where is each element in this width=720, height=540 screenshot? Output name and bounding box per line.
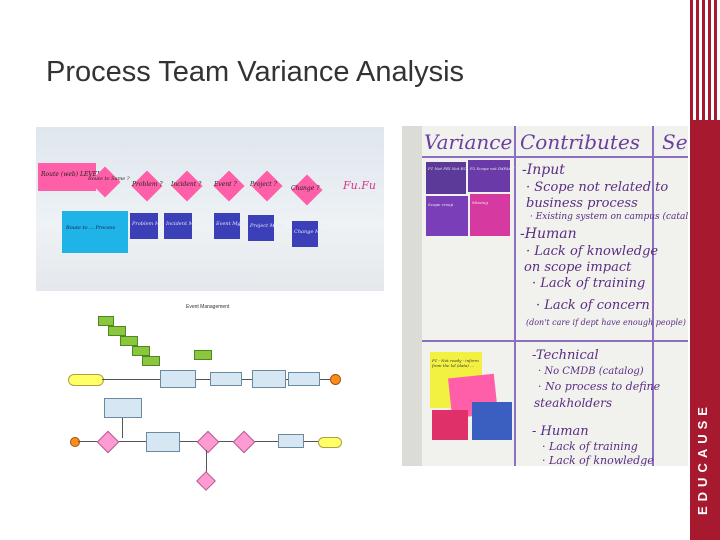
purple-note-project: Project Mgmt [248, 215, 285, 241]
fc-line-down [206, 450, 207, 476]
whiteboard-col-line-2 [652, 126, 654, 466]
brand-sidebar [690, 0, 720, 540]
diamond-note-4-text: Event ? [214, 181, 237, 188]
line-5: on scope impact [524, 260, 632, 275]
fc-diamond-3 [232, 430, 256, 454]
fc-step-node-2 [120, 336, 138, 346]
fc-box-1 [160, 370, 196, 388]
header-variance: Variance [424, 130, 513, 154]
fc-start-node [98, 316, 114, 326]
diamond-note-5-text: Project ? [250, 181, 277, 188]
line-10: · No process to define [538, 380, 661, 393]
diamond-note-3-text: Incident ? [171, 181, 202, 188]
purple-note-incident: Incident Mgmt [164, 213, 204, 239]
fc-start-circle-2 [70, 437, 80, 447]
line-13: · Lack of knowledge [542, 454, 654, 466]
diamond-note-1-text: Route to Same ? [88, 176, 130, 182]
line-4: · Lack of knowledge [526, 244, 659, 259]
fc-oval-end [318, 437, 342, 448]
fc-box-lower-1 [146, 432, 180, 452]
fc-oval-start [68, 374, 104, 386]
fc-line-mid [122, 418, 123, 438]
whiteboard-col-line-1 [514, 126, 516, 466]
paper-edge-left [402, 126, 422, 466]
brand-stripes [690, 0, 720, 120]
line-human: -Human [520, 226, 577, 242]
flowchart-title: Event Management [186, 304, 230, 310]
fc-box-3 [252, 370, 286, 388]
purple-note-change: Change Mgmt [292, 221, 330, 247]
sticky-purple-3: Scope creep [426, 196, 468, 236]
line-input: -Input [522, 162, 565, 178]
fc-box-side [104, 398, 142, 418]
header-contributes: Contributes [520, 130, 641, 154]
pink-note-route: Route (web) LEVEL [38, 163, 101, 191]
fc-step-node-1 [108, 326, 126, 336]
brand-logo-text: EDUCAUSE [695, 402, 710, 515]
fc-box-2 [210, 372, 242, 386]
pink-note-last-text: Fu.Fu [343, 179, 376, 192]
line-7: · Lack of concern [536, 298, 650, 313]
whiteboard-photo: Variance Contributes Se P1 Not PEI Not E… [402, 126, 688, 466]
blue-note-route-process: Route to ... Process [62, 211, 128, 253]
sticky-purple-2: P2 Scope not IMPACT [468, 160, 515, 192]
wall-shadow [36, 127, 384, 291]
slide-title: Process Team Variance Analysis [46, 56, 465, 88]
sticky-red-stack [432, 410, 468, 440]
fc-end-circle [330, 374, 341, 385]
sticky-blue-stack [472, 402, 512, 440]
line-3: · Existing system on campus (catalog) [530, 212, 688, 222]
line-technical: -Technical [532, 348, 599, 363]
whiteboard-row-line [422, 340, 688, 342]
purple-note-problem: Problem Mgmt [130, 213, 170, 239]
purple-note-event: Event Mgmt [214, 213, 247, 239]
fc-diamond-2 [196, 430, 220, 454]
sticky-purple-1: P1 Not PEI Not ECI [426, 162, 468, 194]
line-2: business process [526, 196, 638, 211]
diamond-note-2-text: Problem ? [132, 181, 163, 188]
fc-box-4 [288, 372, 320, 386]
fc-box-lower-2 [278, 434, 304, 448]
sticky-magenta-1: Missing [470, 194, 510, 236]
fc-step-node-4 [142, 356, 160, 366]
header-cut: Se [662, 130, 688, 154]
line-human-2: - Human [532, 424, 589, 439]
line-1: · Scope not related to [526, 180, 669, 195]
diamond-note-6-text: Change ? [291, 185, 320, 192]
line-8: (don't care if dept have enough people) [526, 318, 686, 327]
fc-step-node-3 [132, 346, 150, 356]
line-9: · No CMDB (catalog) [538, 366, 644, 377]
line-12: · Lack of training [542, 440, 638, 453]
fc-diamond-4 [196, 471, 216, 491]
fc-step-node-5 [194, 350, 212, 360]
line-6: · Lack of training [532, 276, 646, 291]
whiteboard-header-line [422, 156, 688, 158]
line-11: steakholders [534, 396, 612, 410]
sticky-notes-photo: Route (web) LEVEL Route to Same ? Proble… [36, 127, 384, 291]
fc-diamond-1 [96, 430, 120, 454]
flowchart-diagram: Event Management [62, 300, 358, 491]
